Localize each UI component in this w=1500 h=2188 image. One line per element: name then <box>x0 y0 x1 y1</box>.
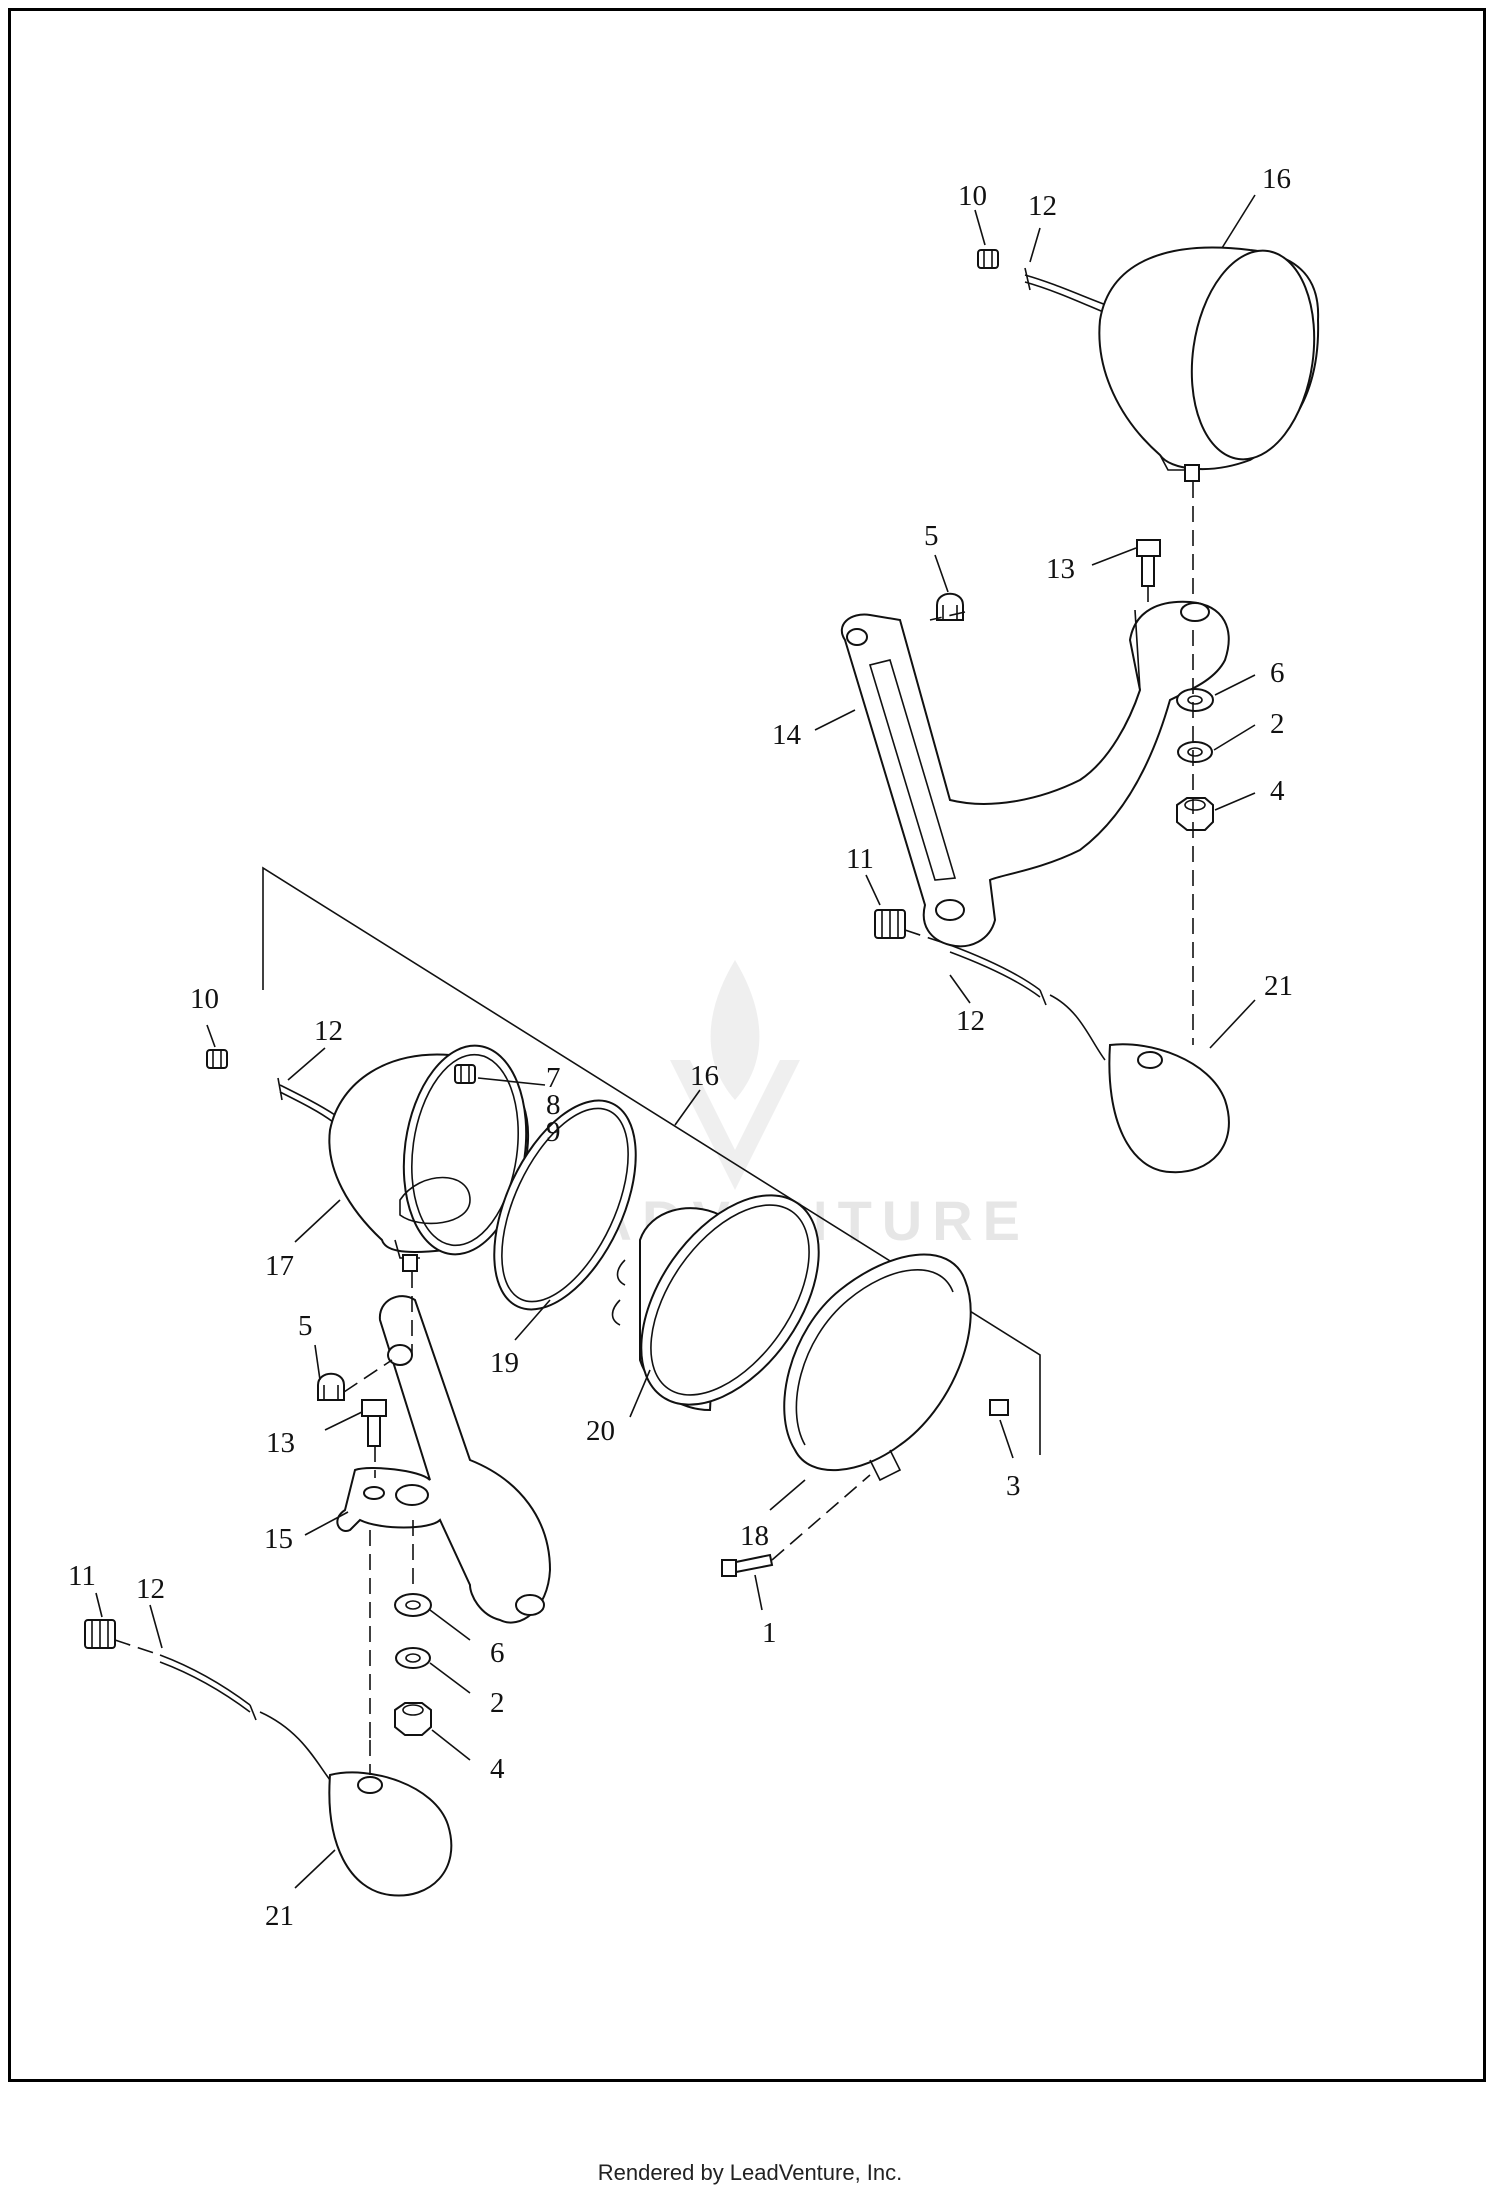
callout-14: 14 <box>772 719 802 751</box>
footer-credit: Rendered by LeadVenture, Inc. <box>597 2160 903 2185</box>
callout-4-top: 4 <box>1270 775 1285 807</box>
callout-9: 9 <box>546 1116 561 1148</box>
part-17-headlamp-housing <box>328 1044 530 1272</box>
callout-12-mid: 12 <box>956 1005 985 1037</box>
part-5-acorn-nut-left <box>317 1372 345 1401</box>
leader-lines <box>95 194 1256 1889</box>
part-2-lockwasher-top <box>1177 741 1213 763</box>
part-4-nut-top <box>1176 797 1214 831</box>
part-21-turn-signal-top <box>1108 1043 1230 1174</box>
part-11-connector-left <box>84 1619 116 1649</box>
part-1-screw <box>721 1474 871 1577</box>
callout-12-top: 12 <box>1028 190 1057 222</box>
callout-6-bottom: 6 <box>490 1637 505 1669</box>
callout-11-left: 11 <box>68 1560 96 1592</box>
assembly-bracket-16 <box>262 866 1041 1455</box>
part-4-nut-bottom <box>394 1702 432 1736</box>
part-12-wire-mid <box>904 929 1106 1061</box>
callout-6-top: 6 <box>1270 657 1285 689</box>
part-3-nut <box>989 1399 1009 1416</box>
callout-1: 1 <box>762 1617 777 1649</box>
part-16-headlamp-housing-top <box>1098 246 1320 482</box>
part-11-connector-top <box>874 909 906 939</box>
callout-11-top: 11 <box>846 843 874 875</box>
callout-10-top: 10 <box>958 180 987 212</box>
callout-16-top: 16 <box>1262 163 1291 195</box>
callout-13-left: 13 <box>266 1427 295 1459</box>
part-7-8-9-socket <box>454 1064 476 1084</box>
part-13-bolt-left <box>361 1399 387 1447</box>
axis-5-left <box>343 1359 393 1393</box>
callout-21-top: 21 <box>1264 970 1293 1002</box>
part-6-washer-top <box>1176 688 1214 712</box>
part-12-wire-bottom <box>114 1639 331 1781</box>
callout-8: 8 <box>546 1089 561 1121</box>
part-12-wire-left <box>277 1077 336 1123</box>
part-10-connector-top <box>977 249 999 269</box>
callout-10-left: 10 <box>190 983 219 1015</box>
callout-5-top: 5 <box>924 520 939 552</box>
part-10-connector-left <box>206 1049 228 1069</box>
callout-15: 15 <box>264 1523 293 1555</box>
callout-7: 7 <box>546 1062 561 1094</box>
part-6-washer-bottom <box>394 1593 432 1617</box>
callout-12-bottom: 12 <box>136 1573 165 1605</box>
part-13-bolt-top <box>1136 539 1161 587</box>
watermark-flame-icon <box>670 960 800 1190</box>
axis-5-top <box>929 611 966 621</box>
callout-5-left: 5 <box>298 1310 313 1342</box>
part-20-headlamp-lens <box>611 1194 820 1412</box>
part-14-mounting-bracket <box>840 600 1230 948</box>
callout-17: 17 <box>265 1250 294 1282</box>
callout-12-left: 12 <box>314 1015 343 1047</box>
callout-4-bottom: 4 <box>490 1753 505 1785</box>
callout-21-bottom: 21 <box>265 1900 294 1932</box>
callout-2-top: 2 <box>1270 708 1285 740</box>
part-19-gasket-ring <box>493 1099 637 1311</box>
callout-20: 20 <box>586 1415 615 1447</box>
part-2-lockwasher-bottom <box>395 1647 431 1669</box>
callout-2-bottom: 2 <box>490 1687 505 1719</box>
callout-3: 3 <box>1006 1470 1021 1502</box>
callout-16-mid: 16 <box>690 1060 719 1092</box>
callout-13-top: 13 <box>1046 553 1075 585</box>
callout-19: 19 <box>490 1347 519 1379</box>
callouts: 10 12 16 5 13 6 14 2 4 11 21 12 10 12 7 … <box>68 163 1293 1932</box>
part-18-trim-ring <box>783 1253 972 1482</box>
part-15-lower-bracket <box>336 1295 552 1624</box>
callout-18: 18 <box>740 1520 769 1552</box>
part-21-turn-signal-bottom <box>328 1771 453 1897</box>
